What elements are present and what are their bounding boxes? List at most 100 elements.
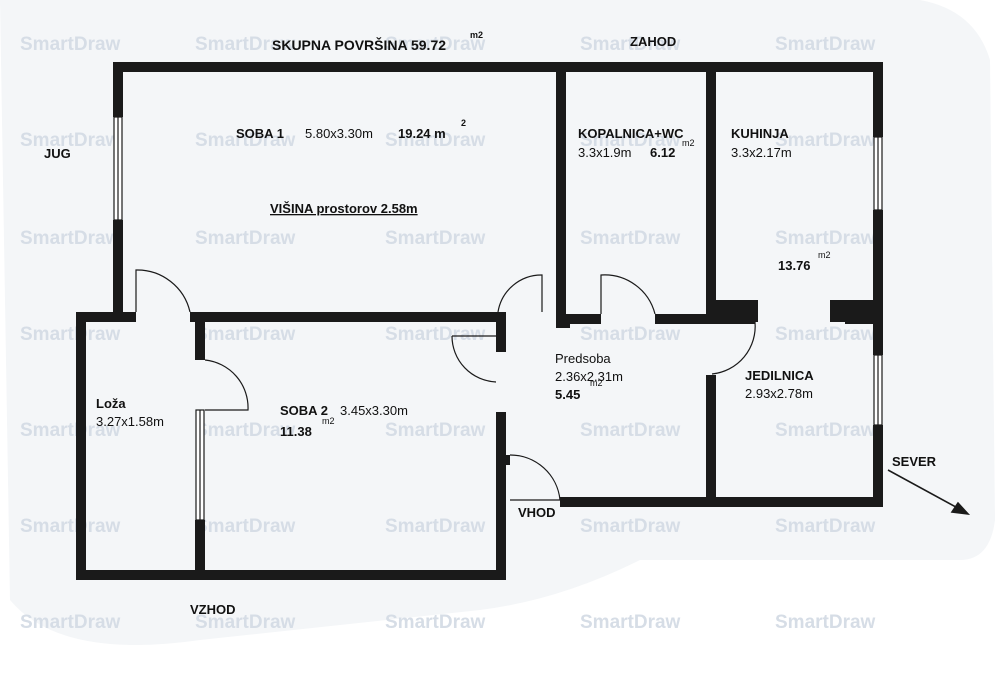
kopalnica-dims: 3.3x1.9m [578,145,631,160]
loza-name: Loža [96,396,126,411]
jedilnica-name: JEDILNICA [745,368,814,383]
watermark-logo: SmartDraw [775,228,876,249]
watermark-logo: SmartDraw [385,420,486,441]
post-a [496,322,506,336]
watermark-logo: SmartDraw [195,228,296,249]
wall-soba1-bottom-a [76,312,136,322]
wall-soba1-kopalnica [556,62,566,320]
kitchen-block-left [713,300,758,322]
wall-predsoba-jedilnica [706,375,716,507]
wall-top [113,62,883,72]
kuhinja-area: 13.76 [778,258,811,273]
watermark-logo: SmartDraw [775,34,876,55]
watermark-logo: SmartDraw [385,324,486,345]
wall-soba1-left-bottom [113,220,123,318]
wall-loza-soba2-bottom [195,520,205,580]
watermark-logo: SmartDraw [195,516,296,537]
soba2-name: SOBA 2 [280,403,328,418]
soba1-dims: 5.80x3.30m [305,126,373,141]
watermark-logo: SmartDraw [20,34,121,55]
wall-kuhinja-bottom-right [845,314,880,324]
door-kopalnica [600,274,656,315]
door-kuhinja-jedilnica [711,321,756,375]
door-soba2 [204,359,249,411]
height-label: VIŠINA prostorov 2.58m [270,201,418,216]
watermark-logo: SmartDraw [20,130,121,151]
kopalnica-name: KOPALNICA+WC [578,126,684,141]
watermark-logo: SmartDraw [195,324,296,345]
soba2-area-unit: m2 [322,416,335,426]
wall-right-mid [873,210,883,355]
north-arrow [887,469,971,516]
wall-right-upper [873,62,883,137]
wall-bottom-right [560,497,883,507]
total-area-unit: m2 [470,30,483,40]
wall-kopalnica-kuhinja [706,62,716,324]
kuhinja-area-unit: m2 [818,250,831,260]
watermark-logo: SmartDraw [385,130,486,151]
watermark-logo: SmartDraw [580,420,681,441]
wall-kopalnica-bottom [566,314,601,324]
watermark-logo: SmartDraw [580,324,681,345]
watermark-logo: SmartDraw [20,612,121,633]
kopalnica-area-unit: m2 [682,138,695,148]
watermark-logo: SmartDraw [195,420,296,441]
wall-kopalnica-bottom-b [655,314,755,324]
door-vhod [509,454,561,501]
kuhinja-dims: 3.3x2.17m [731,145,792,160]
kuhinja-name: KUHINJA [731,126,789,141]
watermark-logo: SmartDraw [775,324,876,345]
soba2-area: 11.38 [280,424,312,439]
wall-right-lower [873,425,883,507]
wall-soba2-right-bottom [496,412,506,580]
wall-loza-soba2-top [195,312,205,360]
loza-dims: 3.27x1.58m [96,414,164,429]
predsoba-dims: 2.36x2.31m [555,369,623,384]
wall-soba1-left-top [113,62,123,117]
door-soba1-predsoba [497,274,543,313]
wall-vhod [496,455,510,465]
soba1-area-unit: 2 [461,118,466,128]
predsoba-area: 5.45 [555,387,580,402]
wall-soba1-bottom-b [190,312,498,322]
watermark-logo: SmartDraw [20,228,121,249]
watermark-logo: SmartDraw [385,612,486,633]
compass-north: SEVER [892,454,937,469]
walls [76,62,883,580]
watermark-logo: SmartDraw [580,130,681,151]
doors [135,269,756,501]
soba1-area: 19.24 m [398,126,446,141]
predsoba-name: Predsoba [555,351,611,366]
wall-loza-left [76,312,86,580]
watermark-logo: SmartDraw [195,130,296,151]
watermark-logo: SmartDraw [775,130,876,151]
compass-west: ZAHOD [630,34,676,49]
watermark-logo: SmartDraw [385,34,486,55]
entrance-label: VHOD [518,505,556,520]
watermark-logo: SmartDraw [775,420,876,441]
watermark-logo: SmartDraw [580,34,681,55]
watermark-logo: SmartDraw [775,516,876,537]
watermark-logo: SmartDraw [580,612,681,633]
compass-south: JUG [44,146,71,161]
door-predsoba-soba2 [451,335,497,383]
soba1-name: SOBA 1 [236,126,284,141]
watermark-logo: SmartDraw [775,612,876,633]
total-area-label: SKUPNA POVRŠINA 59.72 [272,36,446,53]
windows [113,116,883,521]
watermark-logo: SmartDraw [385,516,486,537]
watermark-logo: SmartDraw [20,420,121,441]
predsoba-area-unit: m2 [590,378,603,388]
watermark-logo: SmartDraw [385,228,486,249]
watermark-logo: SmartDraw [20,324,121,345]
post-b [556,314,570,328]
door-soba1-loza [135,269,191,313]
watermark-logo: SmartDraw [580,516,681,537]
watermark-logo: SmartDraw [580,228,681,249]
watermark-logo: SmartDraw [195,34,296,55]
wall-bottom-left [76,570,506,580]
compass-east: VZHOD [190,602,236,617]
watermark-layer: SmartDrawSmartDrawSmartDrawSmartDrawSmar… [20,34,876,633]
